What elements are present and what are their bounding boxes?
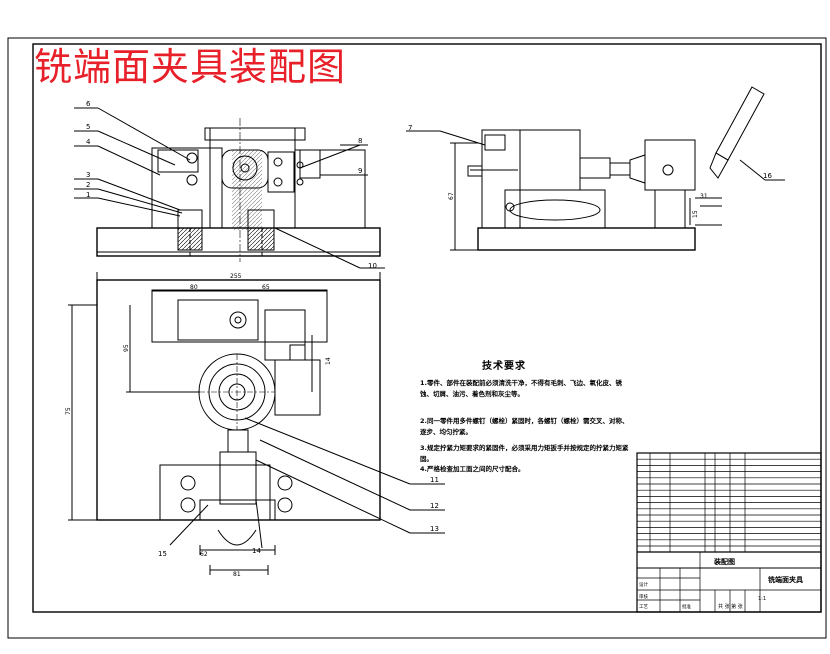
title-block-text: 装配图 铣端面夹具 1:1 共 张 第 张 设计 审核 工艺 批准 (639, 557, 803, 610)
tb-approve-label: 批准 (682, 603, 691, 610)
tech-requirement-1: 1.零件、部件在装配前必须清洗干净，不得有毛刺、飞边、氧化皮、锈蚀、切屑、油污、… (420, 379, 622, 398)
tb-designer-label: 设计 (639, 581, 648, 588)
dim-left-height: 95 (123, 344, 130, 352)
tech-requirement-2: 2.同一零件用多件螺钉（螺栓）紧固时，各螺钉（螺栓）需交叉、对称、逐步、均匀拧紧… (420, 417, 629, 436)
balloon-2: 2 (86, 181, 90, 189)
balloon-10: 10 (368, 262, 377, 270)
tb-sheet: 共 张 第 张 (718, 603, 743, 610)
tb-process-label: 工艺 (639, 604, 648, 610)
dim-overall-width: 255 (230, 273, 242, 280)
tb-check-label: 审核 (639, 593, 648, 600)
dim-small-height: 14 (325, 357, 332, 365)
dim-bottom-b: 81 (233, 571, 241, 578)
front-view (74, 107, 385, 269)
balloon-15: 15 (158, 550, 167, 558)
tb-drawing-name: 装配图 (713, 557, 735, 566)
balloon-12: 12 (430, 502, 439, 510)
dim-side-height: 67 (448, 192, 455, 200)
dim-side-small: 15 (692, 210, 699, 218)
tech-requirement-3: 3.规定拧紧力矩要求的紧固件，必须采用力矩扳手并按规定的拧紧力矩紧固。 (420, 444, 629, 463)
inner-border (32, 43, 822, 613)
dim-side-offset: 31 (700, 193, 708, 200)
title-block (636, 452, 822, 613)
top-view (68, 272, 445, 575)
tech-requirement-4: 4.严格检查加工面之间的尺寸配合。 (420, 465, 525, 473)
balloon-6: 6 (86, 100, 91, 108)
balloon-16: 16 (763, 172, 772, 180)
balloon-8: 8 (358, 137, 362, 145)
balloon-5: 5 (86, 123, 90, 131)
dim-bottom-a: 62 (200, 551, 208, 558)
balloon-4: 4 (86, 138, 91, 146)
balloon-labels: 6 5 4 3 2 1 8 9 10 7 16 11 12 13 15 14 (86, 100, 772, 558)
balloon-1: 1 (86, 191, 90, 199)
tb-part-name: 铣端面夹具 (767, 575, 803, 584)
balloon-9: 9 (358, 167, 362, 175)
drawing-title: 铣端面夹具装配图 (34, 45, 347, 89)
dim-upper-right: 65 (262, 284, 270, 291)
tb-scale: 1:1 (758, 596, 766, 602)
balloon-14: 14 (252, 547, 261, 555)
balloon-3: 3 (86, 171, 90, 179)
balloon-11: 11 (430, 476, 439, 484)
side-view (406, 86, 785, 251)
dim-overall-height: 75 (65, 407, 72, 415)
outer-border (7, 37, 827, 639)
tech-requirements-heading: 技术要求 (482, 361, 526, 372)
balloon-13: 13 (430, 525, 439, 533)
dim-upper-left: 80 (190, 284, 198, 291)
balloon-7: 7 (408, 124, 412, 132)
dimension-labels: 255 80 65 95 75 14 62 81 67 15 31 (65, 192, 708, 578)
